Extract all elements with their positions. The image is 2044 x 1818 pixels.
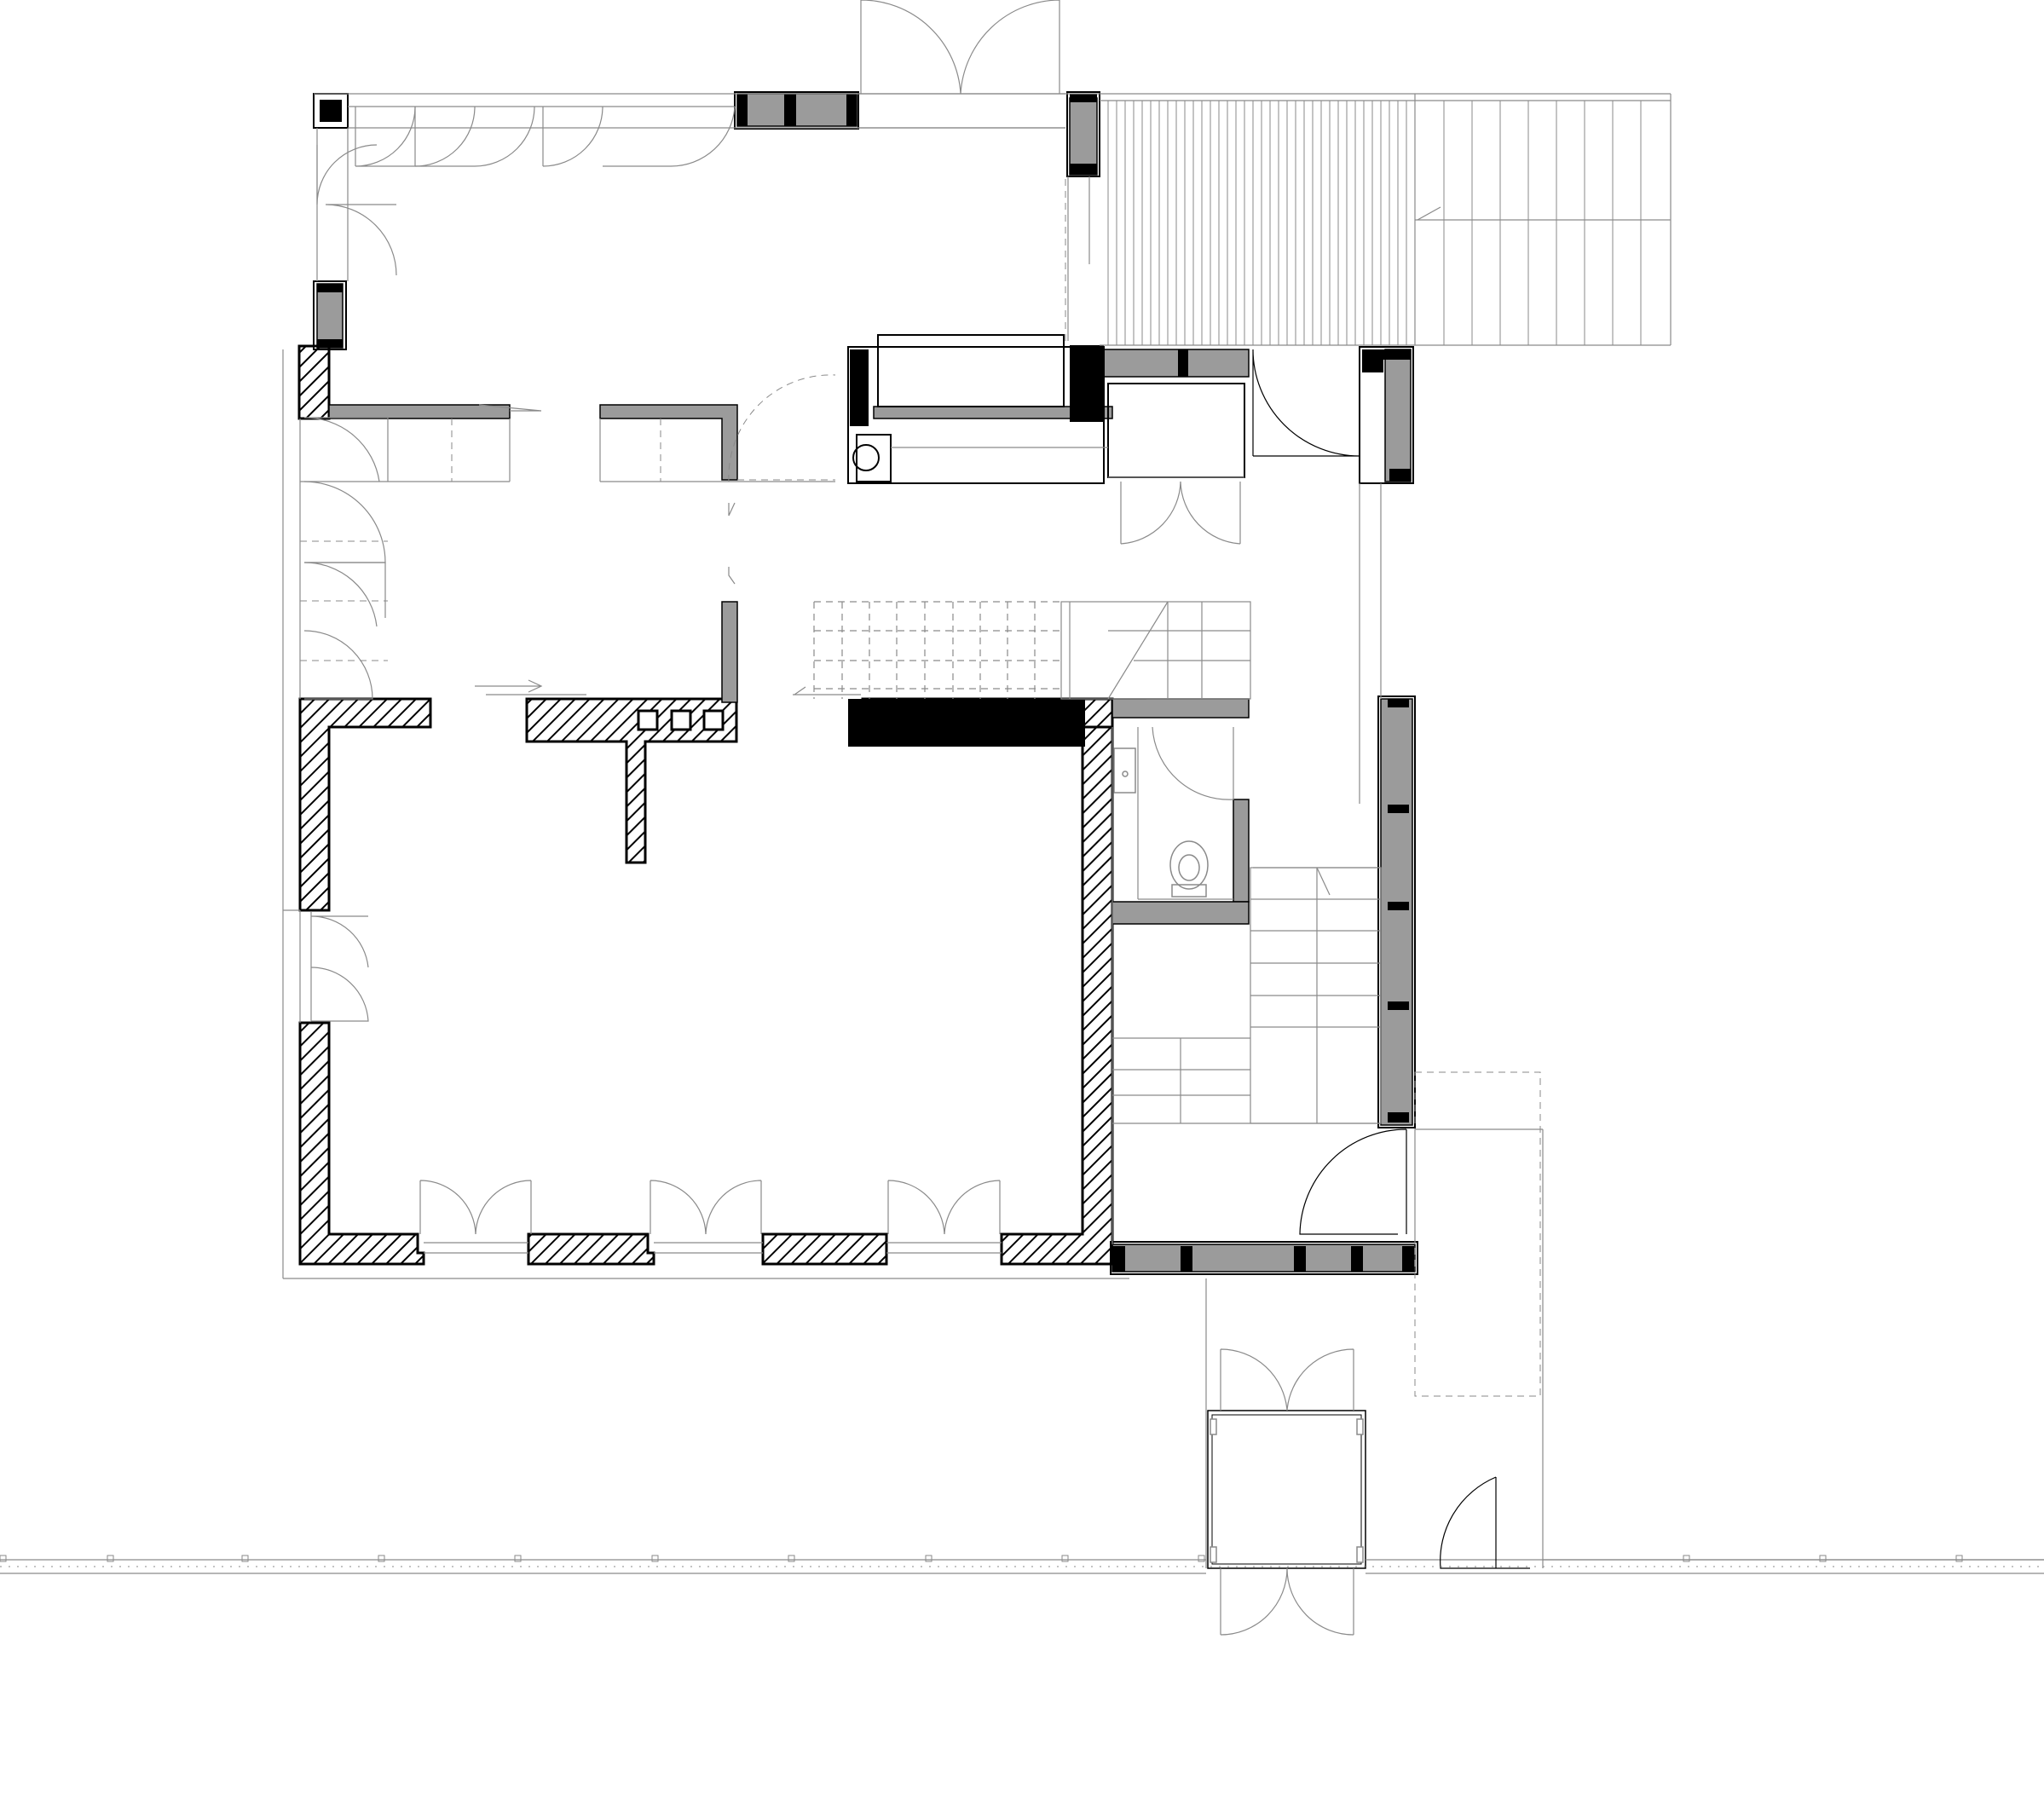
stair-treads [813, 601, 1382, 1124]
black-column [1181, 1246, 1192, 1272]
black-column [1388, 699, 1409, 707]
door-swing [1252, 349, 1360, 457]
door-swing [860, 0, 961, 95]
black-column [784, 94, 796, 126]
black-column [1294, 1246, 1306, 1272]
door-swing [355, 106, 416, 167]
door-swing [960, 0, 1060, 95]
outlines [313, 91, 1418, 1569]
black-column [1178, 349, 1188, 377]
grey-wall [1384, 349, 1412, 482]
door-swing [1152, 726, 1234, 800]
black-column [737, 94, 748, 126]
dashed-guides [300, 179, 1541, 1397]
flue [637, 709, 659, 731]
hatched-wall [761, 1232, 888, 1266]
door-swing [303, 630, 373, 700]
basin-icon [1113, 747, 1136, 794]
door-swing [1286, 1348, 1354, 1411]
black-column [320, 100, 342, 122]
grey-wall [1111, 698, 1250, 719]
fence [0, 1555, 2044, 1567]
door-swing [1180, 481, 1241, 545]
black-column [850, 349, 869, 426]
door-swing [1299, 1128, 1407, 1235]
black-column [1388, 902, 1409, 910]
door-swing [419, 1180, 476, 1235]
door-swing [303, 481, 386, 563]
hatched-wall [527, 1232, 655, 1266]
black-columns [313, 93, 1414, 1272]
grey-wall [599, 404, 738, 481]
door-swing [475, 1180, 532, 1235]
door-swing [887, 1180, 945, 1235]
door-swing [1220, 1567, 1288, 1636]
deck-boards [1107, 101, 1642, 345]
chimney-flues [637, 709, 725, 731]
door-swing [944, 1180, 1001, 1235]
black-column [1388, 1001, 1409, 1010]
black-column [1389, 469, 1411, 482]
black-column [317, 284, 343, 292]
door-swing [325, 204, 397, 276]
hatched-wall [298, 1021, 425, 1266]
door-swing [316, 144, 378, 205]
door-swing [414, 106, 476, 167]
porch-posts [1210, 1418, 1364, 1563]
door-swing [650, 1180, 707, 1235]
door-swings [303, 0, 1530, 1636]
hatched-wall [297, 344, 331, 420]
black-column [1388, 1112, 1409, 1123]
hatched-wall [298, 697, 432, 912]
black-column [1362, 349, 1411, 360]
black-column [1402, 1246, 1414, 1272]
thin-lines [0, 93, 2044, 1574]
grey-walls [316, 93, 1416, 1273]
grey-wall [736, 93, 857, 127]
black-column [846, 94, 857, 126]
black-column [1112, 1246, 1125, 1272]
black-column [1388, 805, 1409, 813]
door-swing [415, 106, 535, 167]
grey-wall [1233, 799, 1250, 903]
door-swing [705, 1180, 762, 1235]
door-swing [1440, 1476, 1530, 1569]
door-swing [1286, 1567, 1354, 1636]
black-column [1362, 360, 1383, 372]
black-column [317, 339, 343, 348]
door-swing [603, 106, 736, 167]
black-column [1070, 345, 1104, 422]
grey-wall [1111, 901, 1250, 925]
toilet-icon [1169, 840, 1209, 897]
flue [670, 709, 692, 731]
door-swing [303, 417, 389, 482]
hatched-wall [525, 697, 738, 864]
door-swing [303, 562, 386, 627]
door-swing [542, 106, 603, 167]
black-column [1351, 1246, 1363, 1272]
grey-wall [1380, 698, 1413, 1126]
black-column [1070, 164, 1097, 175]
black-column [1070, 94, 1097, 102]
door-swing [310, 915, 369, 1022]
grey-wall [1099, 349, 1250, 378]
door-swing [1220, 1348, 1288, 1411]
black-beam [848, 699, 1085, 747]
grey-wall [721, 601, 738, 703]
grey-wall [1069, 97, 1098, 176]
grey-wall [316, 283, 344, 349]
hatched-wall [1000, 697, 1114, 1266]
door-swing [1120, 481, 1181, 545]
grey-wall [1111, 1244, 1416, 1273]
grey-wall [328, 404, 511, 419]
flue [702, 709, 725, 731]
